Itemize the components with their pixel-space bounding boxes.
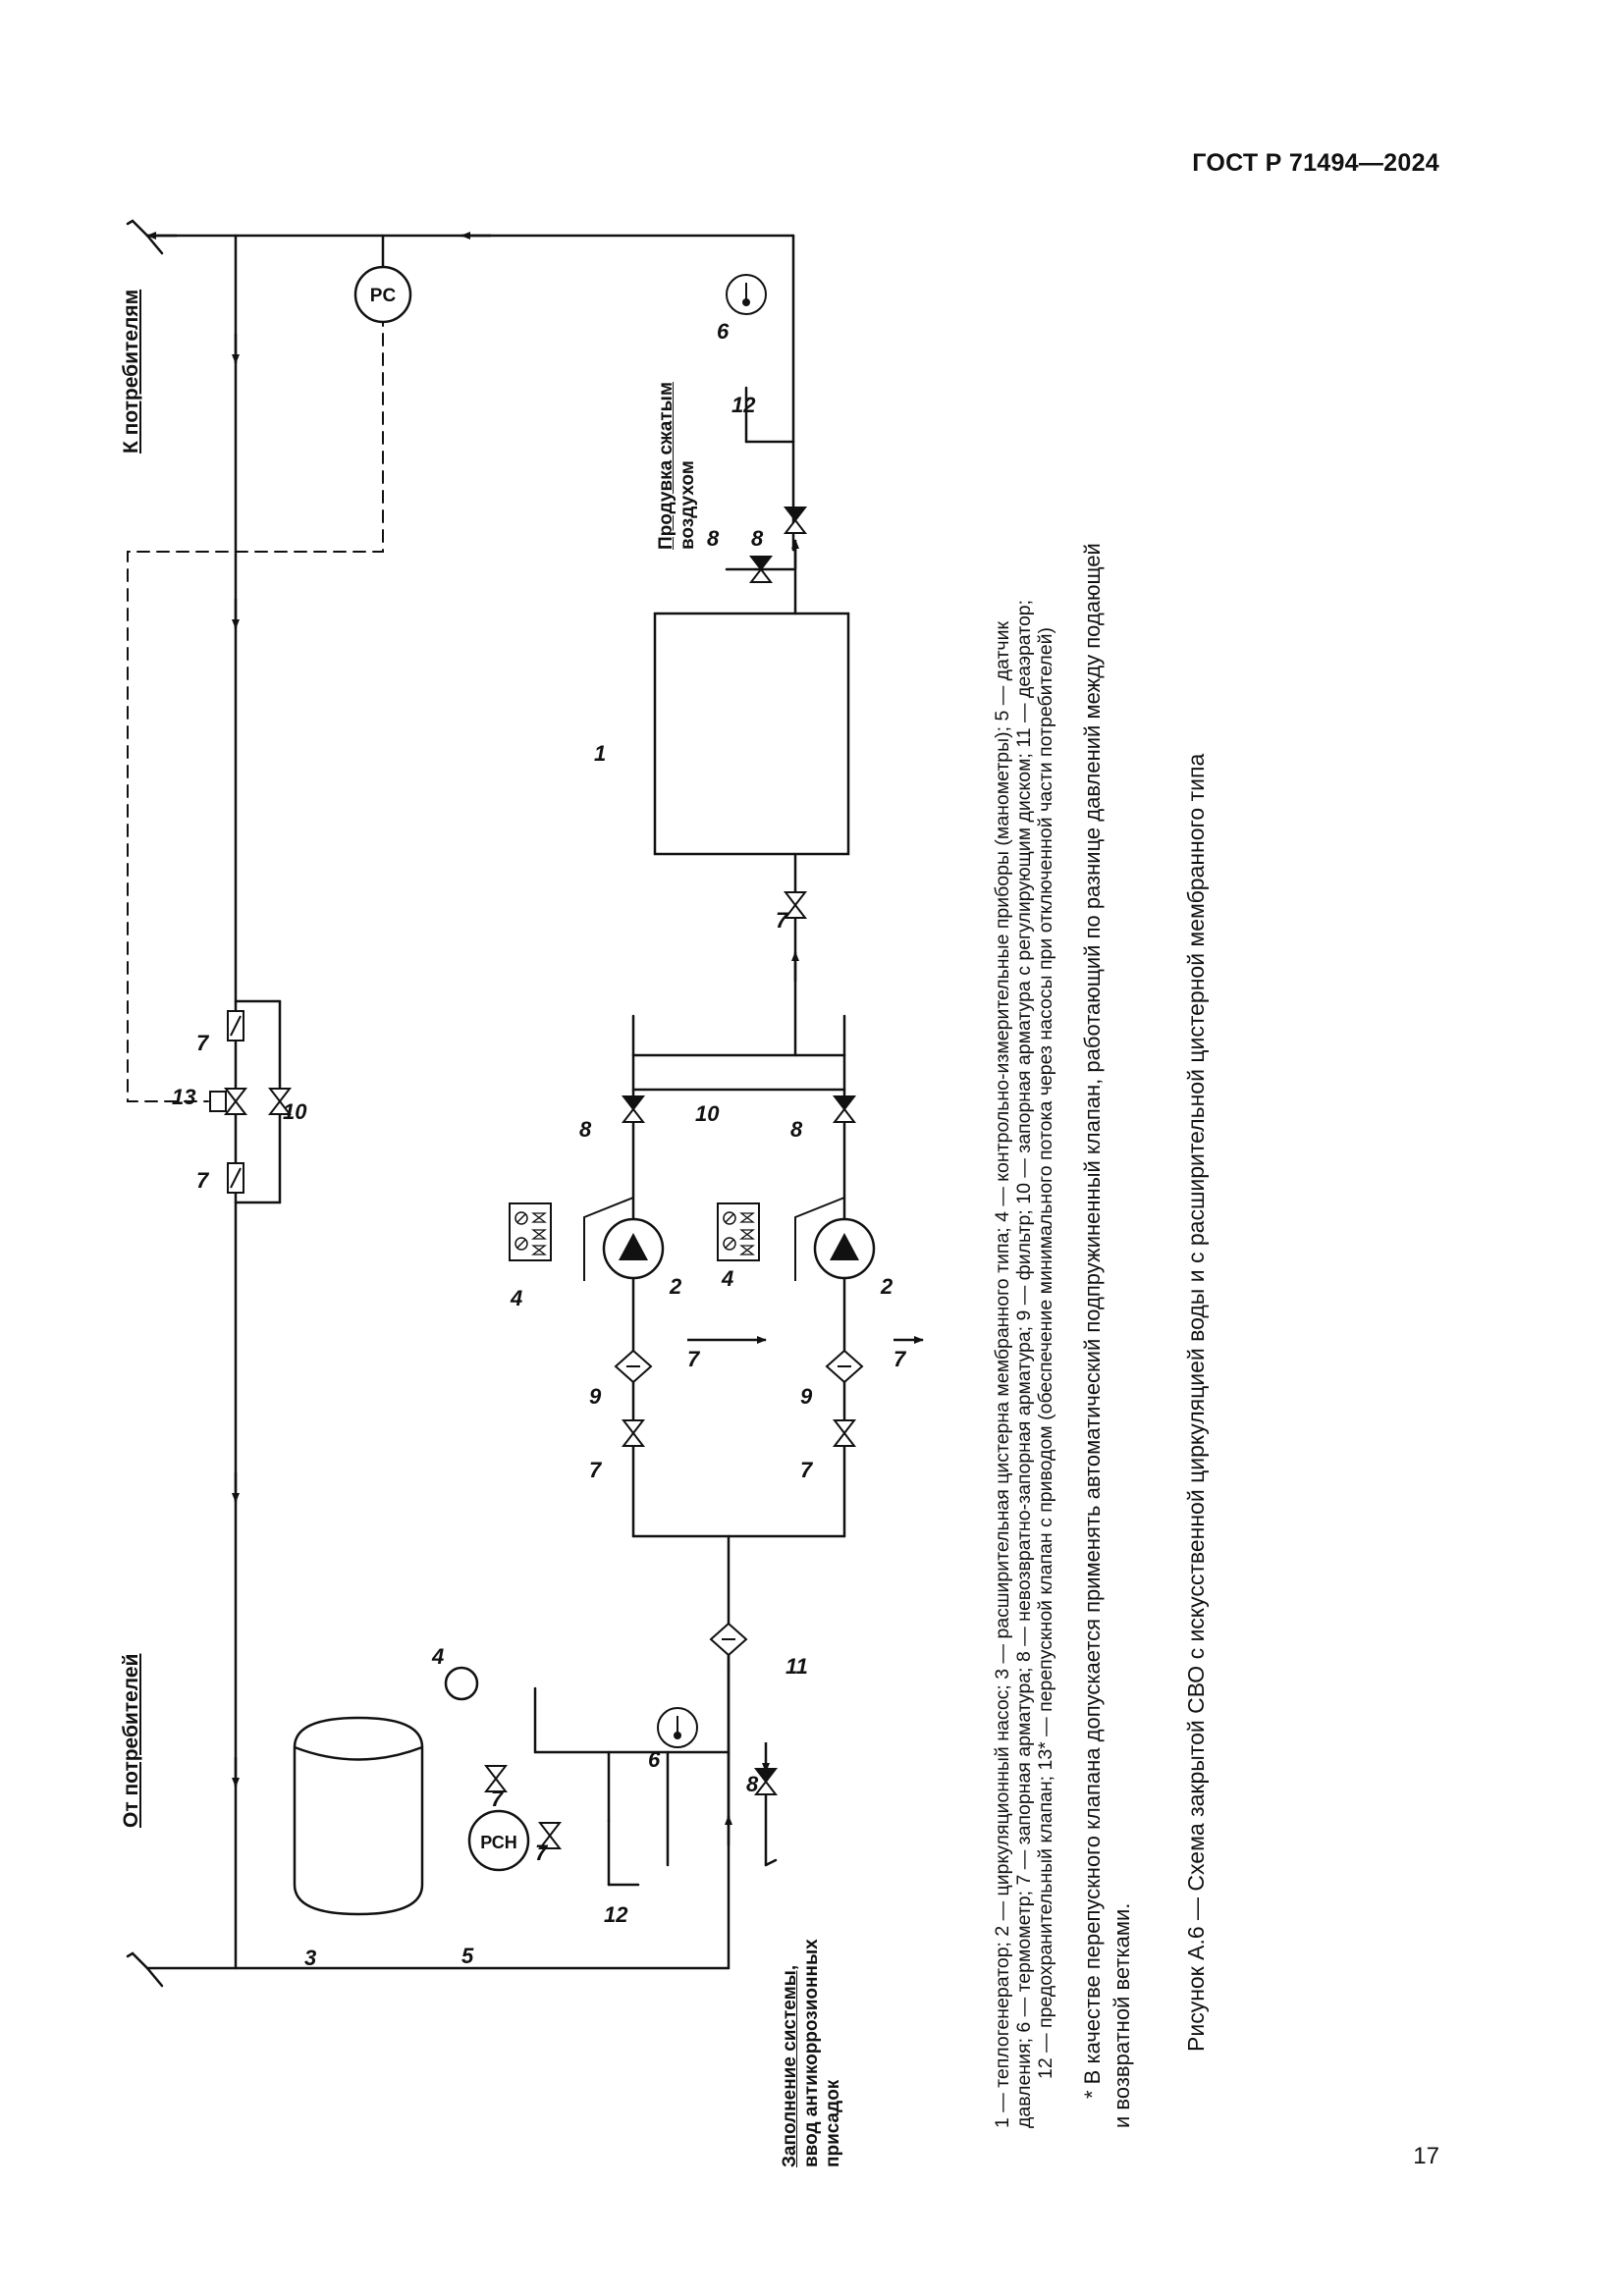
num-7-f: 7	[196, 1031, 210, 1055]
label-purge: Продувка сжатым воздухом	[656, 382, 699, 550]
num-2-top: 2	[669, 1274, 682, 1299]
num-7-i: 7	[491, 1787, 505, 1811]
footnote-line-2: и возвратной ветками.	[1110, 1902, 1134, 2128]
num-7-c: 7	[687, 1347, 701, 1371]
footnote-line-1: * В качестве перепускного клапана допуск…	[1080, 543, 1105, 2099]
label-purge-line2: воздухом	[677, 460, 698, 550]
num-1: 1	[594, 741, 606, 766]
footnote: * В качестве перепускного клапана допуск…	[1078, 543, 1137, 2128]
num-10-bypass: 10	[695, 1101, 720, 1126]
num-11: 11	[785, 1654, 808, 1679]
num-7-h: 7	[535, 1841, 549, 1865]
num-8-air-a: 8	[707, 526, 720, 551]
num-6-left: 6	[648, 1747, 661, 1772]
num-4-right: 4	[721, 1266, 733, 1291]
label-to-consumers: К потребителям	[120, 289, 142, 454]
label-from-consumers: От потребителей	[120, 1653, 142, 1828]
label-purge-line1: Продувка сжатым	[656, 382, 677, 550]
num-7-g: 7	[196, 1168, 210, 1193]
figure-caption: Рисунок А.6 — Схема закрытой СВО с искус…	[1183, 753, 1209, 2052]
num-7-e: 7	[776, 908, 789, 933]
num-9-top: 9	[589, 1384, 602, 1409]
num-8-fill: 8	[746, 1772, 759, 1796]
num-13: 13	[172, 1085, 195, 1109]
num-10-bypass-upper: 10	[283, 1099, 307, 1124]
pch-label: РСН	[480, 1833, 517, 1852]
label-fill-line3: присадок	[823, 2079, 843, 2167]
num-2-bottom: 2	[880, 1274, 893, 1299]
legend-line-3: 12 — предохранительный клапан; 13* — пер…	[1035, 626, 1056, 2079]
legend: 1 — теплогенератор; 2 — циркуляционный н…	[992, 600, 1056, 2128]
num-8-bottom: 8	[790, 1117, 803, 1142]
label-fill-line1: Заполнение системы,	[780, 1964, 800, 2167]
num-7-b: 7	[800, 1458, 814, 1482]
num-8-air-b: 8	[751, 526, 764, 551]
num-3: 3	[304, 1946, 316, 1970]
legend-line-2: давления; 6 — термометр; 7 — запорная ар…	[1013, 599, 1035, 2128]
num-5: 5	[461, 1944, 474, 1968]
pc-label: PC	[370, 286, 397, 306]
num-9-bottom: 9	[800, 1384, 813, 1409]
standard-designation: ГОСТ Р 71494—2024	[1192, 149, 1439, 177]
label-fill-line2: ввод антикоррозионных	[801, 1939, 822, 2167]
legend-line-1: 1 — теплогенератор; 2 — циркуляционный н…	[992, 621, 1013, 2128]
num-8-top: 8	[579, 1117, 592, 1142]
num-4-left: 4	[431, 1644, 444, 1669]
num-6-right: 6	[717, 319, 730, 344]
label-fill: Заполнение системы, ввод антикоррозионны…	[780, 1939, 844, 2167]
num-7-d: 7	[893, 1347, 907, 1371]
num-7-a: 7	[589, 1458, 603, 1482]
num-4-mid: 4	[510, 1286, 522, 1310]
num-12-right: 12	[731, 393, 756, 417]
page-number: 17	[1413, 2143, 1439, 2169]
num-12-left: 12	[604, 1902, 628, 1927]
